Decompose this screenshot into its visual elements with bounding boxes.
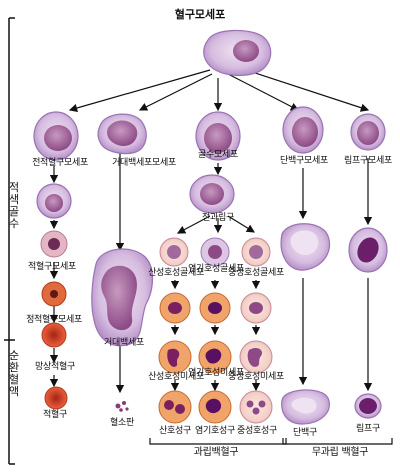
prolymphocyte-cell (348, 227, 388, 273)
label-baso-metamyelocyte: 염기호성미세포 (188, 368, 244, 378)
label-proerythroblast: 전적혈구모세포 (32, 158, 88, 168)
group-brackets (149, 438, 393, 445)
proerythroblast-cell (33, 111, 79, 161)
eosinophilic-metamyelocyte-cell (158, 340, 192, 374)
label-eo-metamyelocyte: 산성호성미세포 (148, 372, 204, 382)
basophilic-metamyelocyte-cell (198, 340, 232, 374)
label-neutrophil: 중성호성구 (237, 426, 277, 436)
erythroblast-cell (40, 230, 68, 258)
basophil-cell (198, 390, 232, 424)
neutrophilic-metamyelocyte-cell (239, 340, 273, 374)
label-monocyte: 단백구 (293, 428, 317, 438)
basophilic-myelocyte-cell (200, 237, 230, 267)
label-neu-metamyelocyte: 중성호성미세포 (228, 372, 284, 382)
label-reticulocyte: 망상적혈구 (35, 362, 75, 372)
arrows (49, 67, 373, 394)
label-eo-myelocyte: 산성호성골세포 (148, 268, 204, 278)
label-lymphocyte: 림프구 (356, 424, 380, 434)
monoblast-cell (282, 106, 324, 154)
label-basophil: 염기호성구 (195, 426, 235, 436)
eosinophil-cell (158, 390, 192, 424)
label-agranulocytes: 무과립 백혈구 (311, 447, 369, 458)
lymphocyte-cell (354, 393, 382, 419)
label-granulocytes: 과립백혈구 (193, 447, 239, 458)
neutrophil-cell (239, 390, 273, 424)
label-erythroblast: 적혈구모세포 (28, 262, 76, 272)
label-neu-myelocyte: 중성호성골세포 (228, 268, 284, 278)
label-baso-myelocyte: 염기호성골세포 (188, 264, 244, 274)
label-normoblast: 정적혈구모세포 (26, 315, 82, 325)
label-myeloblast: 골수모세포 (198, 150, 238, 160)
label-eosinophil: 산호성구 (159, 426, 191, 436)
erythrocyte-cell (44, 386, 68, 410)
label-megakaryoblast: 거대백세포모세포 (112, 158, 176, 168)
label-lymphoblast: 림프구모세포 (344, 156, 392, 166)
label-monoblast: 단백구모세포 (280, 156, 328, 166)
eosinophil-granular-cell (159, 292, 191, 324)
label-platelet: 혈소판 (110, 418, 134, 428)
monocyte-cell (281, 389, 330, 425)
label-megakaryocyte: 거대백세포 (104, 338, 144, 348)
megakaryoblast-cell (97, 113, 147, 155)
lymphoblast-cell (350, 113, 386, 151)
normoblast-cell (41, 281, 67, 307)
basophil-granular-cell (199, 292, 231, 324)
diagram-title: 혈구모세포 (174, 8, 226, 21)
side-bracket (4, 17, 15, 465)
stem-cell (203, 29, 272, 76)
promyelocyte-cell (189, 174, 235, 214)
eosinophilic-myelocyte-cell (159, 237, 189, 267)
megakaryocyte-cell (91, 248, 154, 347)
myeloblast-cell (195, 111, 241, 161)
label-erythrocyte: 적혈구 (43, 410, 67, 420)
reticulocyte-cell (41, 322, 67, 348)
erythroblast-early-cell (36, 183, 72, 219)
platelet-cells (115, 401, 129, 412)
neutrophil-granular-cell (240, 292, 272, 324)
label-promyelocyte: 전과립구 (202, 213, 234, 223)
neutrophilic-myelocyte-cell (241, 237, 271, 267)
promonocyte-cell (280, 223, 331, 271)
